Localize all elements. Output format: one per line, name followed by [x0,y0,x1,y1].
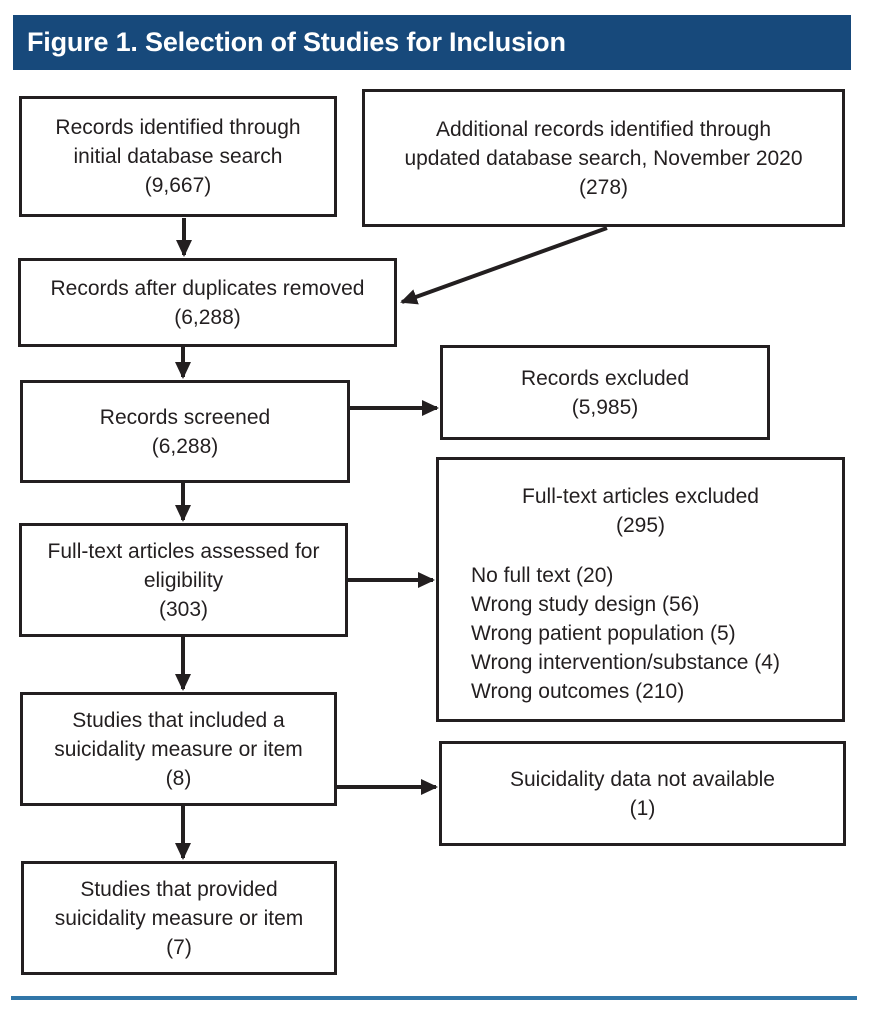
box-suicidality-included: Studies that included a suicidality meas… [20,692,337,806]
box-duplicates-removed: Records after duplicates removed (6,288) [18,258,397,347]
box-label: Full-text articles assessed for eligibil… [47,539,320,592]
box-initial-search: Records identified through initial datab… [19,96,337,217]
box-label: Records excluded [520,366,690,390]
box-count: (278) [578,175,629,199]
box-count: (1) [629,796,656,820]
bottom-divider [11,996,857,1000]
box-fulltext-assessed: Full-text articles assessed for eligibil… [19,523,348,637]
arrow-additional-to-duplicates [400,226,608,305]
box-suicidality-provided: Studies that provided suicidality measur… [21,861,337,975]
box-count: (6,288) [151,434,219,458]
box-count: (6,288) [174,305,241,329]
box-label: Additional records identified through up… [404,117,803,170]
box-label: Records screened [99,405,271,429]
exclusion-reasons-list: No full text (20) Wrong study design (56… [439,561,842,706]
figure-title-bar: Figure 1. Selection of Studies for Inclu… [13,15,851,70]
box-fulltext-excluded: Full-text articles excluded (295) No ful… [436,457,845,722]
box-count: (7) [166,935,192,959]
figure-title: Figure 1. Selection of Studies for Inclu… [27,27,566,57]
exclusion-reason-item: Wrong outcomes (210) [471,680,685,703]
box-records-screened: Records screened (6,288) [20,380,350,483]
exclusion-reason-item: No full text (20) [471,564,614,587]
box-label: Records identified through initial datab… [55,116,301,168]
box-label: Studies that provided suicidality measur… [54,877,304,930]
box-records-excluded: Records excluded (5,985) [440,345,770,440]
box-count: (295) [615,514,666,537]
box-label: Full-text articles excluded [522,485,759,508]
box-label: Records after duplicates removed [50,276,365,300]
exclusion-reason-item: Wrong patient population (5) [471,622,736,645]
box-count: (8) [165,766,192,790]
box-label: Suicidality data not available [509,767,775,791]
box-additional-records: Additional records identified through up… [362,89,845,227]
box-label: Studies that included a suicidality meas… [54,708,303,761]
box-count: (5,985) [571,395,639,419]
exclusion-reason-item: Wrong study design (56) [471,593,700,616]
box-suicidality-not-available: Suicidality data not available (1) [439,741,846,846]
box-count: (303) [158,597,209,621]
exclusion-reason-item: Wrong intervention/substance (4) [471,651,780,674]
box-count: (9,667) [144,174,212,197]
